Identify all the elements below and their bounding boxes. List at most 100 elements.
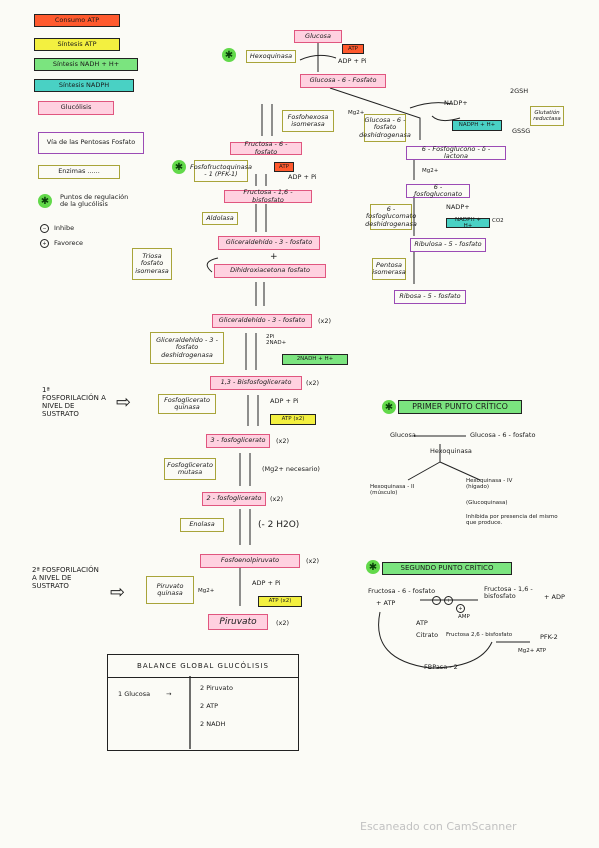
title-label: PRIMER PUNTO CRÍTICO (412, 402, 508, 412)
node-label: Gliceraldehído - 3 - fosfato (225, 238, 313, 247)
badge-label: 2NADH + H+ (296, 356, 334, 363)
badge-atp: ATP (342, 44, 364, 54)
node-ribulosa: Ribulosa - 5 - fosfato (410, 238, 486, 252)
enzyme-pgk: Fosfoglicerato quinasa (158, 394, 216, 414)
enzyme-label: Aldolasa (206, 213, 234, 222)
balance-out-piruvato: 2 Piruvato (200, 684, 233, 692)
label-x2: (x2) (276, 619, 290, 627)
node-label: 6 - Fosfoglucono - δ - lactona (421, 144, 491, 160)
label-mg2: Mg2+ (422, 168, 439, 174)
legend-label: Vía de las Pentosas Fosfato (46, 138, 136, 147)
balance-out-atp: 2 ATP (200, 702, 219, 710)
enzyme-g6p-dh: Glucosa - 6 - fosfato deshidrogenasa (359, 114, 411, 142)
legend-favorece: Favorece (54, 239, 84, 247)
label-adp-pi: ADP + Pi (338, 57, 367, 65)
inhibe-icon: − (40, 224, 49, 233)
legend-enzimas: Enzimas ...... (38, 165, 120, 179)
enzyme-6pg-dh: 6 - fosfoglucomato deshidrogenasa (365, 204, 417, 230)
node-piruvato: Piruvato (208, 614, 268, 630)
label-fructosa26: Fructosa 2,6 - bisfosfato (446, 632, 513, 638)
enzyme-label: Triosa fosfato isomerasa (135, 251, 169, 275)
label-gsh: 2GSH (510, 87, 529, 95)
label-f16bp: Fructosa - 1,6 - bisfosfato (484, 585, 533, 601)
enzyme-label: 6 - fosfoglucomato deshidrogenasa (365, 204, 417, 228)
node-g6p: Glucosa - 6 - Fosfato (300, 74, 386, 88)
node-label: Fructosa - 6 - fosfato (244, 140, 288, 156)
inhibe-icon: − (432, 596, 441, 605)
node-label: Gliceraldehído - 3 - fosfato (218, 316, 306, 325)
enzyme-pfk1: Fosfofructoquinasa - 1 (PFK-1) (190, 160, 252, 182)
enzyme-g3p-dh: Gliceraldehído - 3 - fosfato deshidrogen… (150, 332, 224, 364)
badge-label: ATP (278, 163, 289, 170)
badge-atp-x2: ATP (x2) (258, 596, 302, 607)
label-mg-atp: Mg2+ ATP (518, 648, 547, 654)
enzyme-label: Gliceraldehído - 3 - fosfato deshidrogen… (156, 335, 218, 359)
enzyme-label: Fosfohexosa isomerasa (287, 112, 329, 128)
enzyme-hexoquinasa: Hexoquinasa (246, 50, 296, 63)
enzyme-label: Glucosa - 6 - fosfato deshidrogenasa (359, 115, 411, 139)
node-g3p-x2: Gliceraldehído - 3 - fosfato (212, 314, 312, 328)
label-adp-pi: ADP + Pi (270, 397, 299, 405)
enzyme-pentosa-isomerasa: Pentosa isomerasa (372, 258, 406, 280)
title-primer: PRIMER PUNTO CRÍTICO (398, 400, 522, 414)
label-h2o: (- 2 H2O) (258, 520, 300, 530)
label-pfk2: PFK-2 (540, 633, 558, 641)
legend-label: Síntesis NADPH (58, 80, 110, 89)
node-dhap: Dihidroxiacetona fosfato (214, 264, 326, 278)
node-pg3: 3 - fosfoglicerato (206, 434, 270, 448)
fosforilacion-1: 1ª FOSFORILACIÓN A NIVEL DE SUSTRATO (42, 386, 106, 419)
legend-pentosas: Vía de las Pentosas Fosfato (38, 132, 144, 154)
badge-label: ATP (x2) (268, 598, 292, 605)
label-x2: (x2) (306, 557, 320, 565)
node-label: Ribosa - 5 - fosfato (399, 292, 461, 301)
node-f6p: Fructosa - 6 - fosfato (230, 140, 302, 156)
badge-label: NADPH + H+ (458, 122, 496, 129)
fosforilacion-2: 2ª FOSFORILACIÓN A NIVEL DE SUSTRATO (32, 566, 99, 591)
label-mg: Mg2+ (348, 110, 365, 116)
node-label: Glucosa (305, 31, 331, 40)
node-label: 3 - fosfoglicerato (210, 436, 266, 445)
label-adp: + ADP (544, 593, 565, 601)
enzyme-label: Glutatión reductasa (533, 109, 561, 122)
enzyme-label: Fosfofructoquinasa - 1 (PFK-1) (189, 162, 253, 178)
badge-nadph: NADPH + H+ (452, 120, 502, 131)
legend-label: Síntesis NADH + H+ (52, 59, 120, 68)
badge-nadh: 2NADH + H+ (282, 354, 348, 365)
node-label: 6 - fosfogluconato (413, 182, 463, 198)
node-pep: Fosfoenolpiruvato (200, 554, 300, 568)
label-adp-pi: ADP + Pi (252, 579, 281, 587)
balance-table: BALANCE GLOBAL GLUCÓLISIS 1 Glucosa → 2 … (107, 654, 299, 751)
enzyme-fosfohexosa: Fosfohexosa isomerasa (282, 110, 334, 132)
star-icon: ✱ (172, 160, 186, 174)
legend-inhibe: Inhibe (54, 224, 75, 232)
node-6-fosfogluconato: 6 - fosfogluconato (406, 182, 470, 198)
node-label: 1,3 - Bisfosfoglicerato (220, 378, 292, 387)
node-label: 2 - fosfoglicerato (206, 494, 262, 503)
star-icon: ✱ (222, 48, 236, 62)
favorece-icon: + (456, 604, 465, 613)
star-icon: ✱ (366, 560, 380, 574)
label-adp-pi: ADP + Pi (288, 173, 317, 181)
legend-sintesis-nadph: Síntesis NADPH (34, 79, 134, 92)
enzyme-label: Fosfoglicerato quinasa (164, 395, 210, 411)
enzyme-enolasa: Enolasa (180, 518, 224, 532)
label-mg2: Mg2+ (198, 588, 215, 594)
legend-label: Síntesis ATP (57, 39, 97, 48)
node-g3p: Gliceraldehído - 3 - fosfato (218, 236, 320, 250)
arrow-right-icon: ⇨ (116, 392, 132, 413)
star-icon: ✱ (382, 400, 396, 414)
label-hexo4: Hexoquinasa - IV (hígado) (466, 478, 513, 491)
node-label: Glucosa - 6 - Fosfato (309, 76, 377, 85)
enzyme-mutasa: Fosfoglicerato mutasa (164, 458, 216, 480)
label-x2: (x2) (270, 495, 284, 503)
badge-label: NADPH + H+ (455, 216, 481, 229)
badge-label: ATP (x2) (281, 416, 305, 423)
badge-atp: ATP (274, 162, 294, 172)
balance-out-nadh: 2 NADH (200, 720, 226, 728)
badge-nadph: NADPH + H+ (446, 216, 490, 229)
balance-input: 1 Glucosa (118, 690, 151, 698)
enzyme-label: Fosfoglicerato mutasa (167, 460, 213, 476)
label-pi-nad: 2Pi 2NAD+ (266, 334, 287, 347)
favorece-icon: + (40, 239, 49, 248)
